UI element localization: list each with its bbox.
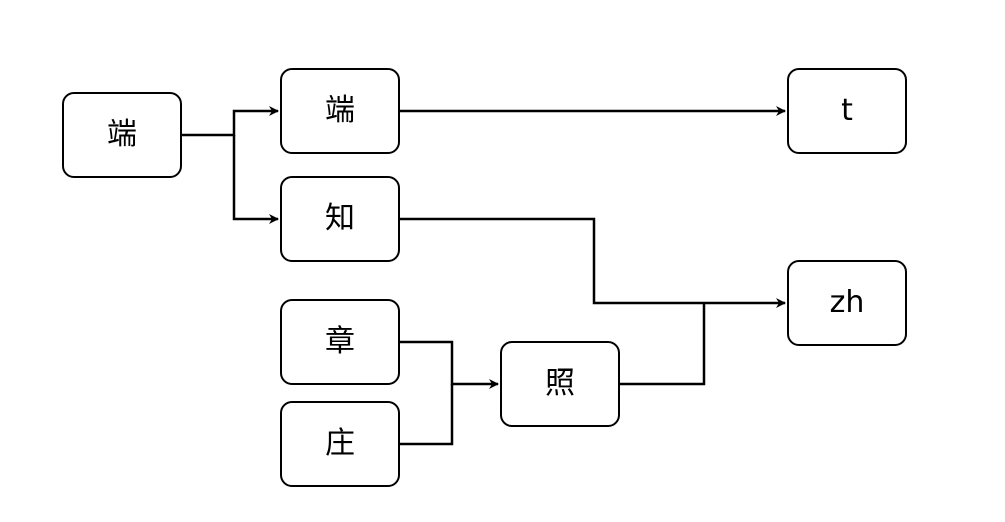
edge-root-to-zhi: [232, 135, 279, 224]
node-label: 端: [107, 117, 137, 152]
node-t: t: [787, 68, 907, 154]
edge-zhang-to-zhao: [400, 340, 499, 389]
node-zh: zh: [787, 260, 907, 346]
node-zhao: 照: [500, 341, 620, 427]
node-root-duan: 端: [62, 92, 182, 178]
node-label: 庄: [325, 426, 355, 461]
node-label: 章: [325, 324, 355, 359]
node-duan: 端: [280, 68, 400, 154]
edge-zhi-to-zh: [400, 217, 786, 308]
node-zhang: 章: [280, 299, 400, 385]
node-label: 照: [545, 366, 575, 401]
edge-zhuang-to-zhao: [400, 384, 454, 446]
node-label: t: [841, 93, 853, 128]
node-zhuang: 庄: [280, 401, 400, 487]
node-zhi: 知: [280, 176, 400, 262]
node-label: zh: [829, 285, 865, 320]
node-label: 端: [325, 93, 355, 128]
edge-root-to-duan: [182, 106, 279, 137]
node-label: 知: [325, 201, 355, 236]
edge-zhao-to-zh: [620, 303, 706, 386]
